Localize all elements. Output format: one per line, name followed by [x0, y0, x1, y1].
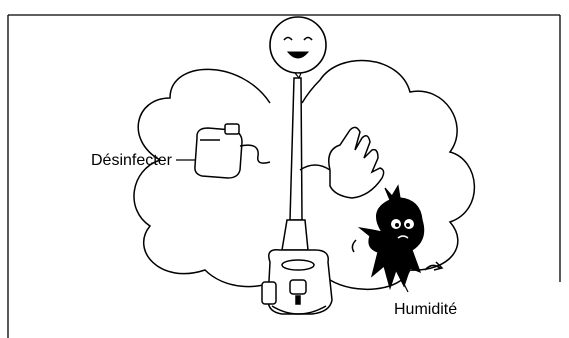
germ-creature-icon [352, 186, 442, 288]
disinfectant-bottle-icon [195, 124, 270, 178]
appliance-base-icon [262, 250, 332, 314]
hand-icon [300, 127, 384, 198]
disinfect-label: Désinfecter [91, 153, 172, 169]
support-pole [282, 78, 308, 250]
humidity-label: Humidité [394, 302, 457, 318]
smiling-face-icon [270, 17, 326, 78]
